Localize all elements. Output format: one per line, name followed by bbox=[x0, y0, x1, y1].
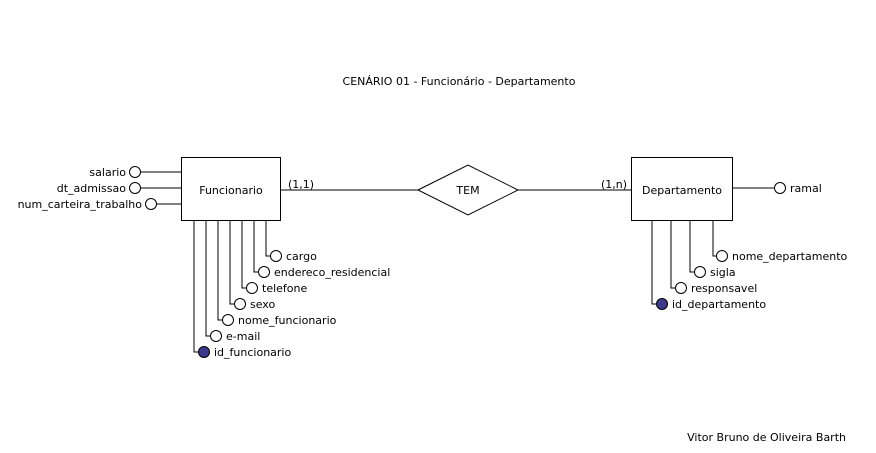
attribute-marker bbox=[774, 182, 786, 194]
attribute-marker bbox=[210, 330, 222, 342]
author-credit: Vitor Bruno de Oliveira Barth bbox=[687, 431, 846, 444]
attribute-marker bbox=[694, 266, 706, 278]
cardinality-departamento: (1,n) bbox=[601, 178, 627, 191]
attribute-telefone: telefone bbox=[262, 282, 307, 295]
cardinality-funcionario: (1,1) bbox=[288, 178, 314, 191]
attribute-marker bbox=[222, 314, 234, 326]
entity-departamento[interactable] bbox=[631, 157, 733, 221]
attribute-marker bbox=[258, 266, 270, 278]
attribute-cargo: cargo bbox=[286, 250, 317, 263]
entity-departamento-label: Departamento bbox=[642, 184, 722, 197]
attribute-id-funcionario: id_funcionario bbox=[214, 346, 291, 359]
attribute-marker bbox=[129, 166, 141, 178]
attribute-sigla: sigla bbox=[710, 266, 736, 279]
attribute-sexo: sexo bbox=[250, 298, 275, 311]
key-attribute-marker bbox=[656, 298, 668, 310]
relationship-diamond[interactable] bbox=[416, 164, 520, 216]
attribute-marker bbox=[270, 250, 282, 262]
attribute-dt-admissao: dt_admissao bbox=[57, 182, 126, 195]
entity-funcionario[interactable] bbox=[181, 157, 281, 221]
attribute-nome-funcionario: nome_funcionario bbox=[238, 314, 337, 327]
attribute-id-departamento: id_departamento bbox=[672, 298, 766, 311]
attribute-num-carteira-trabalho: num_carteira_trabalho bbox=[18, 198, 143, 211]
departamento-right-attributes: ramal bbox=[733, 182, 822, 195]
key-attribute-marker bbox=[198, 346, 210, 358]
attribute-marker bbox=[246, 282, 258, 294]
relationship-label: TEM bbox=[455, 184, 479, 197]
attribute-marker bbox=[675, 282, 687, 294]
departamento-bottom-attributes: nome_departamento sigla responsavel id_d… bbox=[651, 221, 848, 311]
attribute-marker bbox=[145, 198, 157, 210]
attribute-marker bbox=[129, 182, 141, 194]
funcionario-bottom-attributes: cargo endereco_residencial telefone sexo… bbox=[193, 221, 390, 359]
attribute-ramal: ramal bbox=[790, 182, 822, 195]
funcionario-left-attributes: salario dt_admissao num_carteira_trabalh… bbox=[18, 166, 181, 211]
entity-funcionario-label: Funcionario bbox=[199, 184, 263, 197]
attribute-marker bbox=[234, 298, 246, 310]
attribute-nome-departamento: nome_departamento bbox=[732, 250, 848, 263]
attribute-endereco-residencial: endereco_residencial bbox=[274, 266, 390, 279]
attribute-e-mail: e-mail bbox=[226, 330, 260, 343]
attribute-marker bbox=[716, 250, 728, 262]
diagram-title: CENÁRIO 01 - Funcionário - Departamento bbox=[343, 75, 576, 88]
attribute-salario: salario bbox=[89, 166, 126, 179]
attribute-responsavel: responsavel bbox=[691, 282, 757, 295]
